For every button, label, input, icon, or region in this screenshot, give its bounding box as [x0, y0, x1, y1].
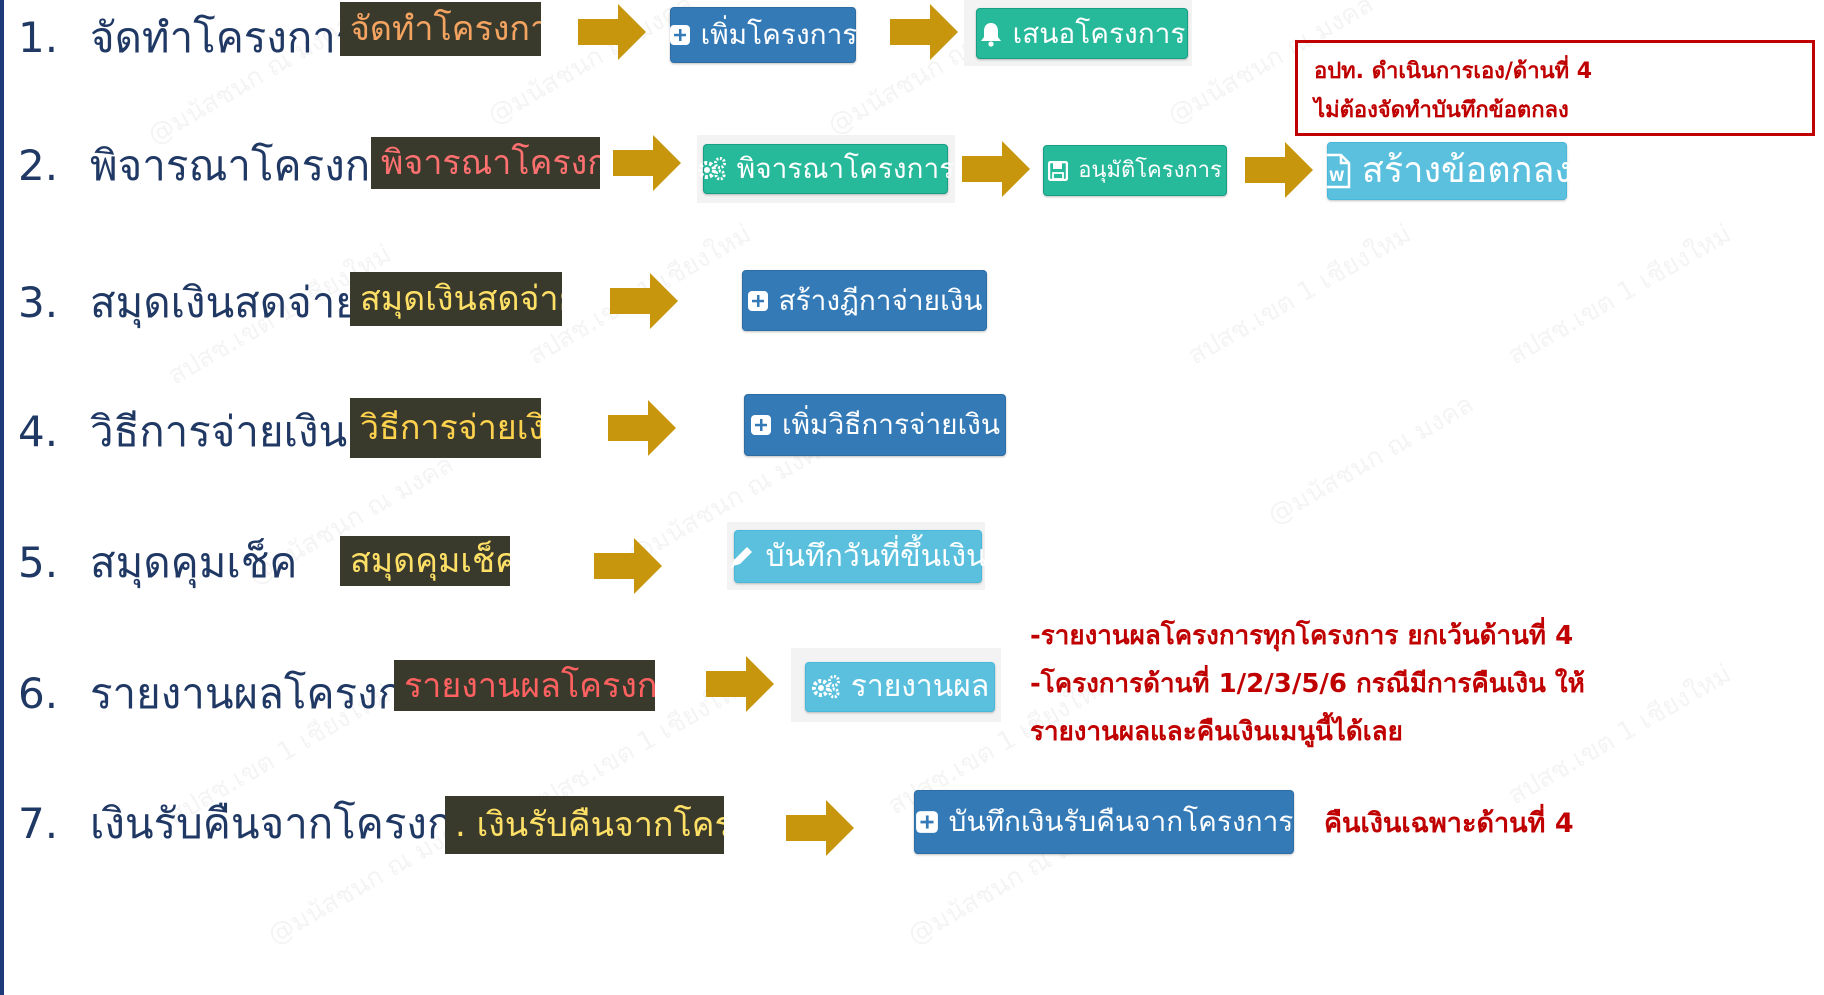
arrow-right-icon: [890, 4, 958, 60]
arrow-right-icon: [786, 800, 854, 856]
record-refund-button[interactable]: บันทึกเงินรับคืนจากโครงการ: [914, 790, 1294, 854]
badge-text: วิธีการจ่ายเงิน: [360, 408, 541, 448]
button-label: บันทึกเงินรับคืนจากโครงการ: [948, 805, 1294, 838]
consider-project-button[interactable]: พิจารณาโครงการ: [697, 144, 954, 194]
plus-square-icon: [750, 414, 772, 436]
plus-square-icon: [747, 290, 769, 312]
badge-text: . เงินรับคืนจากโครงการ: [455, 805, 724, 845]
menu-badge-cashbook: สมุดเงินสดจ่าย: [350, 272, 562, 326]
arrow-right-icon: [608, 400, 676, 456]
approve-project-button[interactable]: อนุมัติโครงการ: [1043, 145, 1227, 196]
step-7-label: 7.เงินรับคืนจากโครงการ: [18, 803, 499, 845]
watermark: สปสช.เขต 1 เชียงใหม่: [1503, 219, 1737, 372]
add-payment-method-button[interactable]: เพิ่มวิธีการจ่ายเงิน: [744, 394, 1006, 456]
step-title: วิธีการจ่ายเงิน: [90, 407, 348, 456]
plus-square-icon: [669, 24, 691, 46]
arrow-right-icon: [578, 4, 646, 60]
step-title: สมุดคุมเช็ค: [90, 538, 298, 587]
button-label: พิจารณาโครงการ: [736, 152, 955, 185]
step-3-label: 3.สมุดเงินสดจ่าย: [18, 282, 360, 324]
arrow-right-icon: [706, 656, 774, 712]
button-label: รายงานผล: [850, 669, 990, 704]
create-agreement-button[interactable]: W สร้างข้อตกลง: [1323, 142, 1572, 200]
menu-badge-refund: . เงินรับคืนจากโครงการ: [445, 796, 724, 854]
menu-badge-report: รายงานผลโครงการ: [394, 660, 655, 711]
word-file-icon: W: [1322, 153, 1352, 189]
step-number: 4.: [18, 407, 59, 456]
report-note: -รายงานผลโครงการทุกโครงการ ยกเว้นด้านที่…: [1030, 612, 1585, 756]
add-project-button[interactable]: เพิ่มโครงการ: [669, 7, 858, 63]
agreement-note-box: อปท. ดำเนินการเอง/ด้านที่ 4 ไม่ต้องจัดทำ…: [1295, 40, 1815, 136]
report-result-button[interactable]: รายงานผล: [805, 662, 995, 712]
refund-note: คืนเงินเฉพาะด้านที่ 4: [1324, 808, 1574, 839]
step-number: 3.: [18, 278, 59, 327]
badge-text: รายงานผลโครงการ: [404, 665, 655, 706]
button-label: บันทึกวันที่ขึ้นเงิน: [765, 538, 987, 574]
arrow-right-icon: [962, 141, 1030, 197]
watermark: @มนัสชนก ณ มงคล: [1263, 389, 1479, 532]
menu-badge-checkbook: สมุดคุมเช็ค: [340, 536, 510, 586]
step-title: สมุดเงินสดจ่าย: [90, 278, 360, 327]
note-line: รายงานผลและคืนเงินเมนูนี้ได้เลย: [1030, 717, 1403, 748]
note-line: ไม่ต้องจัดทำบันทึกข้อตกลง: [1314, 97, 1569, 123]
svg-text:W: W: [1329, 169, 1344, 185]
pencil-icon: [729, 544, 755, 570]
arrow-right-icon: [1245, 142, 1313, 198]
step-number: 7.: [18, 799, 59, 848]
menu-badge-consider: พิจารณาโครงการ: [371, 137, 600, 189]
step-number: 5.: [18, 538, 59, 587]
step-4-label: 4.วิธีการจ่ายเงิน: [18, 411, 347, 453]
step-5-label: 5.สมุดคุมเช็ค: [18, 542, 297, 584]
step-2-label: 2.พิจารณาโครงการ: [18, 145, 416, 187]
left-border: [0, 0, 4, 995]
arrow-right-icon: [613, 135, 681, 191]
plus-square-icon: [915, 810, 939, 834]
step-title: เงินรับคืนจากโครงการ: [90, 799, 499, 848]
button-label: สร้างฎีกาจ่ายเงิน: [778, 283, 983, 317]
step-title: พิจารณาโครงการ: [90, 141, 417, 190]
create-payment-voucher-button[interactable]: สร้างฎีกาจ่ายเงิน: [742, 270, 987, 331]
bell-icon: [979, 21, 1003, 47]
step-6-label: 6.รายงานผลโครงการ: [18, 673, 449, 715]
note-line: -โครงการด้านที่ 1/2/3/5/6 กรณีมีการคืนเง…: [1030, 669, 1585, 700]
button-label: เสนอโครงการ: [1012, 16, 1186, 50]
gears-icon: [811, 674, 841, 700]
watermark: สปสช.เขต 1 เชียงใหม่: [1183, 219, 1417, 372]
floppy-disk-icon: [1048, 160, 1069, 181]
step-title: รายงานผลโครงการ: [90, 669, 450, 718]
button-label: เพิ่มวิธีการจ่ายเงิน: [782, 408, 1000, 441]
step-number: 6.: [18, 669, 59, 718]
record-cash-date-button[interactable]: บันทึกวันที่ขึ้นเงิน: [730, 530, 987, 583]
step-number: 1.: [18, 13, 59, 62]
note-line: -รายงานผลโครงการทุกโครงการ ยกเว้นด้านที่…: [1030, 621, 1574, 651]
arrow-right-icon: [594, 538, 662, 594]
badge-text: จัดทำโครงการ: [350, 9, 541, 49]
step-title: จัดทำโครงการ: [90, 13, 359, 62]
button-label: เพิ่มโครงการ: [700, 18, 858, 51]
menu-badge-payment-method: วิธีการจ่ายเงิน: [350, 398, 541, 458]
badge-text: สมุดเงินสดจ่าย: [360, 279, 562, 319]
note-line: อปท. ดำเนินการเอง/ด้านที่ 4: [1314, 59, 1593, 84]
propose-project-button[interactable]: เสนอโครงการ: [976, 8, 1188, 59]
arrow-right-icon: [610, 273, 678, 329]
button-label: อนุมัติโครงการ: [1078, 157, 1222, 183]
step-1-label: 1.จัดทำโครงการ: [18, 17, 358, 59]
button-label: สร้างข้อตกลง: [1361, 150, 1573, 191]
badge-text: สมุดคุมเช็ค: [350, 541, 510, 581]
step-number: 2.: [18, 141, 59, 190]
badge-text: พิจารณาโครงการ: [381, 143, 600, 183]
menu-badge-project: จัดทำโครงการ: [340, 2, 541, 56]
gears-icon: [697, 156, 727, 182]
